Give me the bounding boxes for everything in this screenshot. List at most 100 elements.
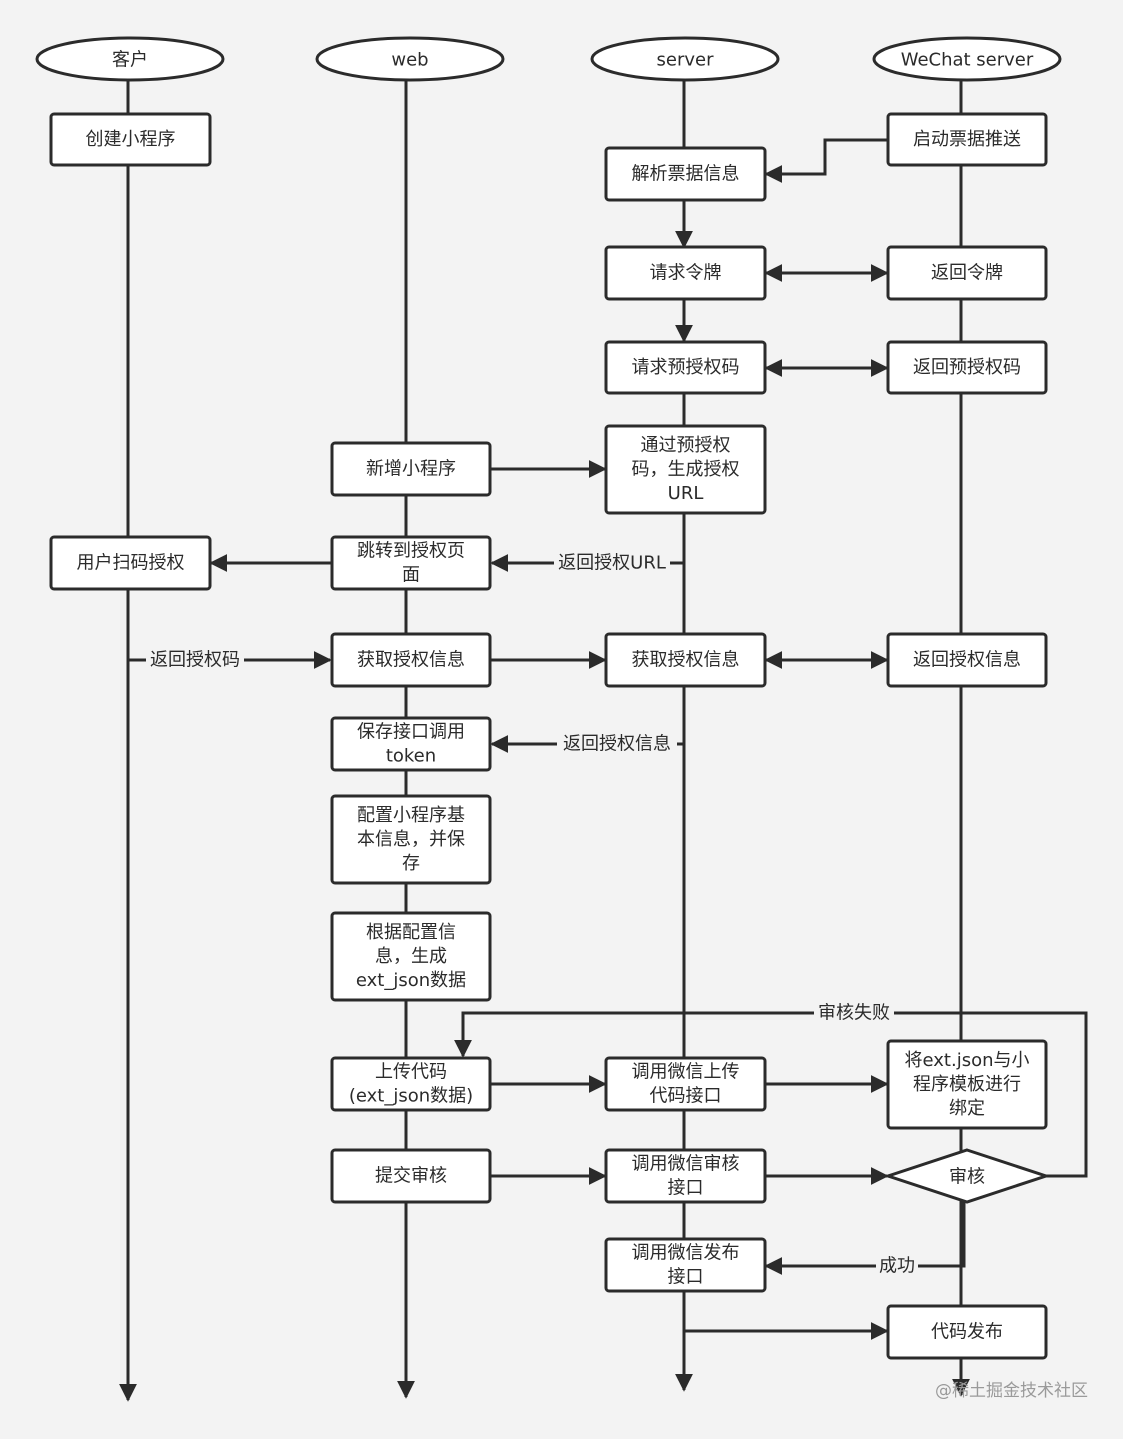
node-box [604,1056,767,1112]
node-label: 启动票据推送 [913,129,1021,150]
node-label: 代码接口 [650,1086,722,1107]
node-label: 解析票据信息 [632,164,740,185]
node-label: 接口 [668,1267,704,1288]
edges [126,138,1088,1340]
node-label: 跳转到授权页 [357,541,465,562]
node-save-token: 保存接口调用 token [330,716,492,772]
node-label: 通过预授权 [641,435,731,456]
edge-return-auth-info [490,687,686,753]
edge-release-api-to-code-release [682,1292,889,1340]
node-box [49,112,212,167]
node-label: 获取授权信息 [357,650,465,671]
node-label: 绑定 [949,1098,985,1119]
node-label: 新增小程序 [366,459,456,480]
lane-title-wechat: WeChat server [901,50,1034,71]
node-return-auth-info: 返回授权信息 [886,632,1048,688]
node-box [604,632,767,688]
node-user-scan-auth: 用户扫码授权 [49,535,212,591]
node-box [49,535,212,591]
lifelines [119,80,970,1402]
node-label: 程序模板进行 [913,1074,1021,1095]
node-label: 代码发布 [931,1322,1003,1343]
node-box [604,1237,767,1293]
node-label: 调用微信发布 [632,1243,740,1264]
node-label: 保存接口调用 [357,722,465,743]
node-label: 获取授权信息 [632,650,740,671]
node-box [604,340,767,395]
decision-audit: 审核 [883,1148,1051,1204]
node-label: 根据配置信 [366,922,456,943]
node-label: 本信息，并保 [357,829,465,850]
edge-audit-failed [454,1011,1088,1178]
node-label: 码，生成授权 [632,459,740,480]
node-box [604,245,767,301]
node-box [330,632,492,688]
label-return-auth-code: 返回授权码 [150,650,240,671]
lane-header-wechat: WeChat server [872,36,1062,82]
node-label: (ext_json数据) [349,1086,473,1107]
node-box [604,1148,767,1204]
node-box [886,1039,1048,1130]
node-label: token [386,746,436,767]
node-label: 面 [402,565,420,586]
node-create-miniprogram: 创建小程序 [49,112,212,167]
decision-audit-label: 审核 [949,1167,985,1188]
node-label: URL [668,483,704,504]
label-success: 成功 [879,1256,915,1277]
node-box [330,794,492,885]
node-request-token: 请求令牌 [604,245,767,301]
node-box [604,424,767,515]
node-box [886,1304,1048,1360]
node-label: 将ext.json与小 [905,1050,1030,1071]
node-label: 提交审核 [375,1166,447,1187]
node-add-miniprogram: 新增小程序 [330,441,492,497]
lane-title-web: web [391,50,428,71]
node-label: 存 [402,853,420,874]
lane-title-server: server [657,50,715,71]
node-label: ext_json数据 [356,970,466,991]
label-return-auth-info: 返回授权信息 [563,734,671,755]
node-label: 请求预授权码 [632,357,740,378]
node-box [886,245,1048,301]
node-code-release: 代码发布 [886,1304,1048,1360]
lane-header-web: web [315,36,505,82]
node-label: 返回预授权码 [913,357,1021,378]
lane-header-client: 客户 [35,36,225,82]
node-server-get-auth-info: 获取授权信息 [604,632,767,688]
lane-header-server: server [590,36,780,82]
lane-title-client: 客户 [112,50,148,71]
watermark: @稀土掘金技术社区 [935,1381,1088,1401]
node-request-preauth-code: 请求预授权码 [604,340,767,395]
node-box [330,1148,492,1204]
node-label: 调用微信审核 [632,1154,740,1175]
node-parse-ticket: 解析票据信息 [604,146,767,202]
node-label: 返回令牌 [931,263,1003,284]
node-box [604,146,767,202]
node-box [330,441,492,497]
node-box [886,632,1048,688]
node-label: 息，生成 [375,946,447,967]
label-return-auth-url: 返回授权URL [558,553,666,574]
edge-labels: 返回授权URL 返回授权码 返回授权信息 审核失败 成功 [146,551,918,1278]
node-start-ticket-push: 启动票据推送 [886,112,1048,167]
node-label: 返回授权信息 [913,650,1021,671]
node-label: 调用微信上传 [632,1062,740,1083]
label-audit-failed: 审核失败 [818,1003,890,1024]
node-label: 上传代码 [375,1062,447,1083]
node-return-preauth-code: 返回预授权码 [886,340,1048,395]
node-label: 创建小程序 [86,129,176,150]
node-submit-audit: 提交审核 [330,1148,492,1204]
node-label: 用户扫码授权 [77,553,185,574]
node-return-token: 返回令牌 [886,245,1048,301]
node-box [886,112,1048,167]
